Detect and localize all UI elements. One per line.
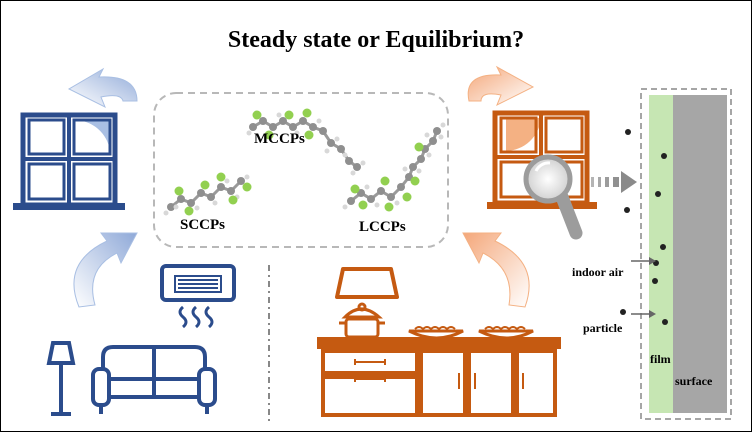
- bowl-icon-right: [478, 326, 534, 340]
- particle-label: particle: [583, 321, 623, 335]
- particle-arrow-icon: [631, 310, 656, 318]
- sofa-icon: [91, 345, 217, 414]
- film-label: film: [650, 352, 671, 366]
- page-title: Steady state or Equilibrium?: [227, 27, 525, 53]
- particle-dot: [662, 319, 668, 325]
- floor-lamp-icon: [46, 341, 76, 416]
- kitchen-cabinet-icon: [317, 337, 561, 417]
- pot-icon: [339, 302, 385, 339]
- mccp-label: MCCPs: [254, 131, 305, 147]
- indoor-air-arrow-icon: [631, 257, 656, 265]
- range-hood-icon: [335, 267, 399, 299]
- sccp-molecule-icon: [163, 172, 252, 216]
- transfer-arrow-icon: [591, 171, 637, 193]
- panel-outline: [640, 88, 732, 420]
- arrow-window-orange-out-icon: [467, 65, 535, 107]
- window-blue-icon: [20, 112, 118, 208]
- particle-dot: [625, 129, 631, 135]
- molecule-box: [153, 92, 449, 248]
- arrow-sofa-up-icon: [73, 232, 138, 308]
- film-layer: [649, 95, 673, 413]
- surface-layer: [673, 95, 727, 413]
- particle-dot: [661, 153, 667, 159]
- window-blue-sill: [13, 203, 125, 210]
- particle-dot: [652, 278, 658, 284]
- particle-dot: [620, 309, 626, 315]
- arrow-kitchen-up-icon: [462, 232, 530, 308]
- arrow-window-out-icon: [67, 67, 138, 109]
- air-conditioner-icon: [160, 264, 236, 329]
- sccp-label: SCCPs: [180, 217, 226, 233]
- particle-dot: [624, 207, 630, 213]
- lccp-molecule-icon: [342, 122, 446, 212]
- window-orange-sill: [487, 202, 597, 209]
- particle-dot: [660, 244, 666, 250]
- lccp-label: LCCPs: [359, 219, 406, 235]
- particle-dot: [655, 191, 661, 197]
- bowl-icon-left: [408, 326, 464, 340]
- mccp-molecule-icon: [246, 108, 366, 176]
- magnifier-icon: [523, 154, 583, 240]
- surface-label: surface: [675, 374, 713, 388]
- indoor-air-label: indoor air: [572, 265, 624, 279]
